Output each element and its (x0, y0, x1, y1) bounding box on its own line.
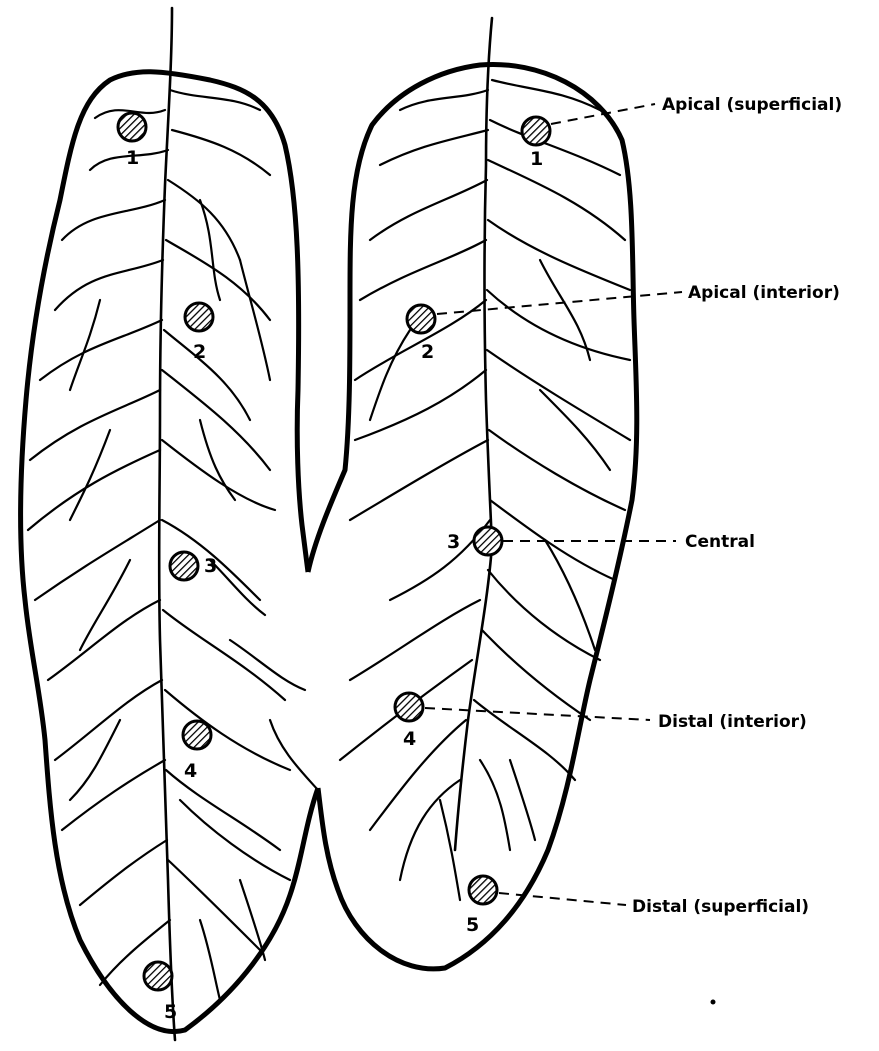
left-site-3: 3 (170, 552, 217, 580)
site-marker (144, 962, 172, 990)
site-marker (185, 303, 213, 331)
site-number: 5 (466, 914, 479, 936)
site-marker (407, 305, 435, 333)
callout-distal-superficial: Distal (superficial) (632, 897, 809, 917)
site-number: 3 (204, 555, 217, 577)
callout-distal-interior: Distal (interior) (658, 712, 807, 732)
right-site-3: 3 (447, 527, 502, 555)
site-number: 5 (164, 1001, 177, 1023)
callout-central: Central (685, 532, 755, 552)
right-site-4: 4 (395, 693, 423, 750)
callout-apical-superficial: Apical (superficial) (662, 95, 842, 115)
site-marker (522, 117, 550, 145)
site-number: 3 (447, 531, 460, 553)
left-site-1: 1 (118, 113, 146, 169)
scan-speck (711, 1000, 716, 1005)
site-marker (118, 113, 146, 141)
site-number: 4 (184, 760, 197, 782)
right-site-2: 2 (407, 305, 435, 363)
site-marker (395, 693, 423, 721)
right-site-5: 5 (466, 876, 497, 936)
leader-distal-interior (425, 708, 650, 720)
site-number: 1 (530, 148, 543, 170)
callout-apical-interior: Apical (interior) (688, 283, 840, 303)
left-site-4: 4 (183, 721, 211, 782)
site-marker (170, 552, 198, 580)
left-lobe-veins (28, 90, 318, 1000)
site-number: 1 (126, 147, 139, 169)
site-marker (474, 527, 502, 555)
site-marker (469, 876, 497, 904)
site-marker (183, 721, 211, 749)
left-site-2: 2 (185, 303, 213, 363)
site-number: 2 (193, 341, 206, 363)
site-number: 4 (403, 728, 416, 750)
site-number: 2 (421, 341, 434, 363)
